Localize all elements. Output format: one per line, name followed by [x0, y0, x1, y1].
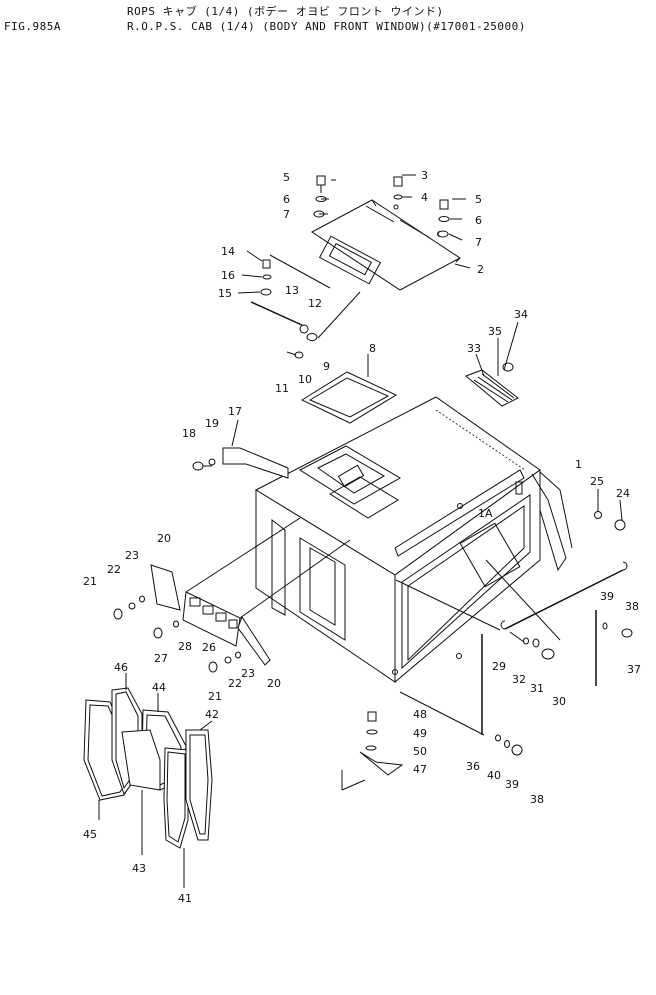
callout-21: 21: [83, 575, 97, 588]
callout-23: 23: [125, 549, 139, 562]
title-english: R.O.P.S. CAB (1/4) (BODY AND FRONT WINDO…: [127, 20, 526, 33]
callout-1: 1: [575, 458, 582, 471]
callout-10: 10: [298, 373, 312, 386]
callout-34: 34: [514, 308, 528, 321]
right-bolts: [594, 489, 626, 531]
callout-30: 30: [552, 695, 566, 708]
callout-4: 4: [421, 191, 428, 204]
callout-18: 18: [182, 427, 196, 440]
callout-32: 32: [512, 673, 526, 686]
callout-22: 22: [228, 677, 242, 690]
callout-38: 38: [530, 793, 544, 806]
callout-25: 25: [590, 475, 604, 488]
callout-38: 38: [625, 600, 639, 613]
callout-27: 27: [154, 652, 168, 665]
callout-50: 50: [413, 745, 427, 758]
callout-12: 12: [308, 297, 322, 310]
callout-45: 45: [83, 828, 97, 841]
callout-37: 37: [627, 663, 641, 676]
side-bracket: [192, 419, 289, 479]
callout-3: 3: [421, 169, 428, 182]
callout-14: 14: [221, 245, 235, 258]
callout-1a: 1A: [478, 507, 493, 520]
callout-40: 40: [487, 769, 501, 782]
callout-44: 44: [152, 681, 166, 694]
callout-24: 24: [616, 487, 630, 500]
callout-42: 42: [205, 708, 219, 721]
callout-5: 5: [283, 171, 290, 184]
callout-6: 6: [283, 193, 290, 206]
linkage-parts: [237, 250, 361, 359]
roof-plate: [311, 199, 461, 291]
front-windows: [83, 673, 213, 888]
callout-5: 5: [475, 193, 482, 206]
cab-body: [254, 396, 573, 684]
callout-29: 29: [492, 660, 506, 673]
callout-11: 11: [275, 382, 289, 395]
callout-43: 43: [132, 862, 146, 875]
callout-19: 19: [205, 417, 219, 430]
callout-31: 31: [530, 682, 544, 695]
callout-23: 23: [241, 667, 255, 680]
callout-13: 13: [285, 284, 299, 297]
callout-39: 39: [600, 590, 614, 603]
callout-41: 41: [178, 892, 192, 905]
callout-46: 46: [114, 661, 128, 674]
wiper-rod: [395, 559, 633, 686]
callout-36: 36: [466, 760, 480, 773]
callout-2: 2: [477, 263, 484, 276]
rear-vent: [465, 321, 519, 407]
callout-26: 26: [202, 641, 216, 654]
callout-33: 33: [467, 342, 481, 355]
callout-20: 20: [157, 532, 171, 545]
callout-39: 39: [505, 778, 519, 791]
callout-49: 49: [413, 727, 427, 740]
callout-7: 7: [475, 236, 482, 249]
lower-bracket: [341, 711, 404, 791]
lower-rod: [399, 634, 523, 756]
callout-48: 48: [413, 708, 427, 721]
callout-17: 17: [228, 405, 242, 418]
callout-8: 8: [369, 342, 376, 355]
callout-28: 28: [178, 640, 192, 653]
callout-labels: 5 6 7 3 4 5 6 7 2 14 16 15 13 12 9 10 11…: [83, 169, 641, 905]
callout-16: 16: [221, 269, 235, 282]
callout-21: 21: [208, 690, 222, 703]
callout-22: 22: [107, 563, 121, 576]
callout-35: 35: [488, 325, 502, 338]
figure-number: FIG.985A: [4, 20, 61, 33]
callout-47: 47: [413, 763, 427, 776]
callout-7: 7: [283, 208, 290, 221]
callout-6: 6: [475, 214, 482, 227]
callout-20: 20: [267, 677, 281, 690]
roof-glass: [300, 354, 398, 424]
title-japanese: ROPS キャブ (1/4) (ボデー オヨビ フロント ウインド): [127, 5, 444, 18]
callout-15: 15: [218, 287, 232, 300]
dash-panel: [113, 517, 351, 673]
roof-bolts: [313, 174, 471, 269]
callout-9: 9: [323, 360, 330, 373]
